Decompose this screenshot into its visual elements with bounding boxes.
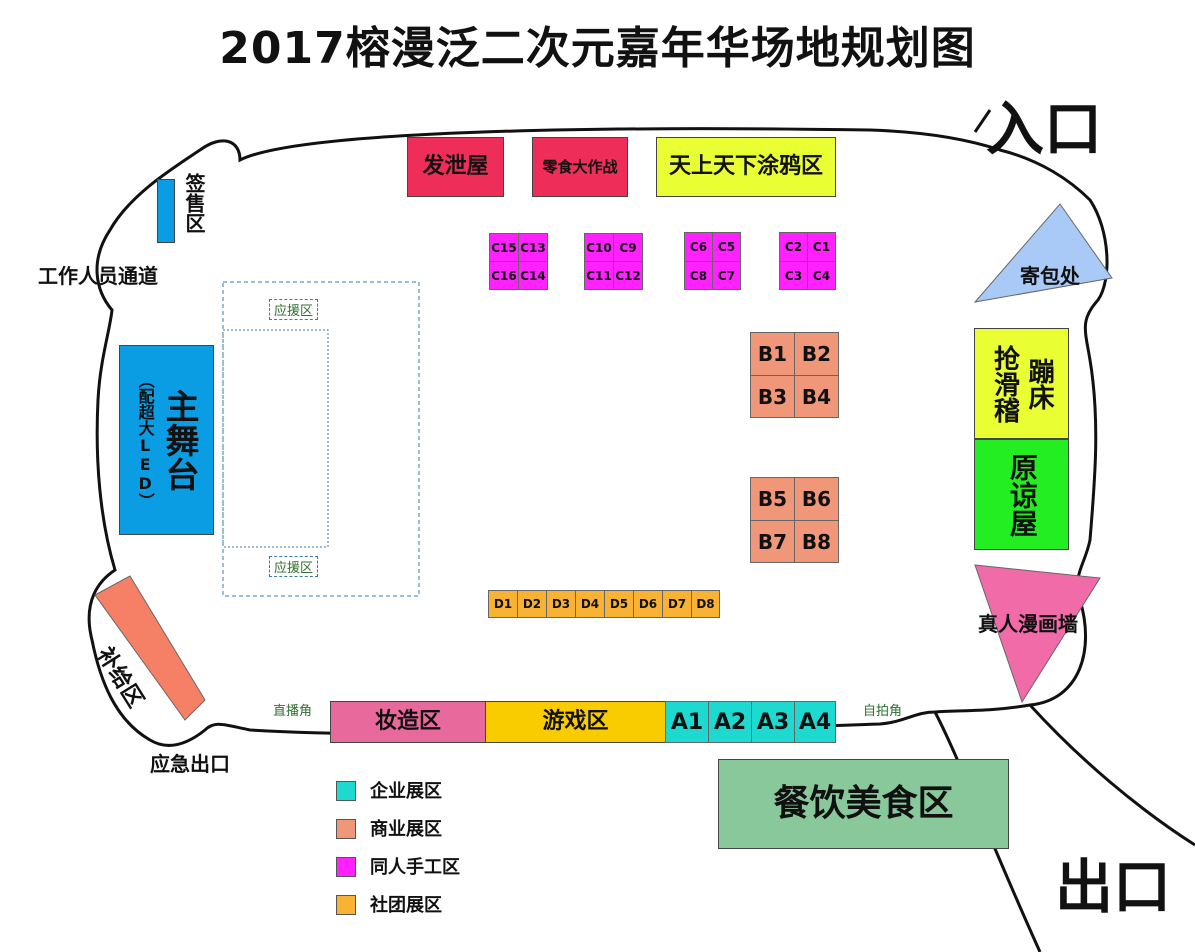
manga-wall-shape — [974, 564, 1101, 704]
booth-b1: B1 — [750, 332, 795, 376]
booth-c3: C3 — [779, 261, 808, 290]
booth-b5: B5 — [750, 477, 795, 521]
legend: 企业展区 商业展区 同人手工区 社团展区 — [336, 777, 556, 927]
games-zone: 游戏区 — [485, 701, 666, 743]
snack-battle: 零食大作战 — [532, 137, 628, 197]
booth-b6: B6 — [794, 477, 839, 521]
food-zone: 餐饮美食区 — [718, 759, 1009, 849]
booth-d4: D4 — [575, 590, 605, 618]
booth-c10: C10 — [584, 233, 614, 262]
makeup-zone: 妆造区 — [330, 701, 486, 743]
original-room: 原谅屋 — [974, 439, 1069, 550]
booth-d1: D1 — [488, 590, 518, 618]
main-stage: （配超大LED） 主舞台 — [119, 345, 214, 535]
booth-c2: C2 — [779, 232, 808, 262]
booth-c15: C15 — [489, 233, 519, 262]
booth-b2: B2 — [794, 332, 839, 376]
booth-d2: D2 — [517, 590, 547, 618]
booth-b7: B7 — [750, 520, 795, 563]
booth-a4: A4 — [794, 701, 836, 743]
exit-label: 出口 — [1055, 853, 1172, 921]
staff-passage-label: 工作人员通道 — [38, 264, 158, 288]
legend-swatch-club — [336, 895, 356, 915]
baggage-shape — [973, 203, 1113, 303]
booth-c1: C1 — [807, 232, 836, 262]
legend-swatch-enterprise — [336, 781, 356, 801]
funny-label: 抢滑稽 — [989, 344, 1020, 423]
vent-room: 发泄屋 — [407, 137, 504, 197]
page-title: 2017榕漫泛二次元嘉年华场地规划图 — [219, 23, 976, 74]
legend-swatch-doujin — [336, 857, 356, 877]
cheer-zone-bottom: 应援区 — [269, 556, 319, 577]
manga-wall-label: 真人漫画墙 — [978, 612, 1078, 636]
selfie-corner: 自拍角 — [863, 704, 903, 719]
booth-c9: C9 — [613, 233, 643, 262]
supply-shape — [94, 575, 206, 721]
booth-d5: D5 — [604, 590, 634, 618]
booth-c6: C6 — [684, 232, 713, 262]
booth-b4: B4 — [794, 375, 839, 418]
legend-label-enterprise: 企业展区 — [370, 781, 442, 802]
booth-c14: C14 — [518, 261, 548, 290]
booth-c16: C16 — [489, 261, 519, 290]
booth-d8: D8 — [691, 590, 720, 618]
cheer-zone-top: 应援区 — [269, 299, 319, 320]
booth-c11: C11 — [584, 261, 614, 290]
trampoline-label: 蹦床 — [1024, 357, 1055, 410]
booth-c5: C5 — [712, 232, 741, 262]
emergency-exit-label: 应急出口 — [150, 752, 230, 776]
booth-a1: A1 — [665, 701, 709, 743]
booth-c8: C8 — [684, 261, 713, 290]
booth-d7: D7 — [662, 590, 692, 618]
ticket-zone-block — [157, 179, 175, 243]
graffiti-zone: 天上天下涂鸦区 — [656, 137, 836, 197]
legend-swatch-commerce — [336, 819, 356, 839]
legend-label-doujin: 同人手工区 — [370, 857, 460, 878]
legend-label-commerce: 商业展区 — [370, 819, 442, 840]
entrance-label: 入口 — [986, 95, 1103, 163]
original-label: 原谅屋 — [1005, 452, 1039, 537]
booth-a2: A2 — [708, 701, 752, 743]
live-corner: 直播角 — [273, 704, 313, 719]
booth-a3: A3 — [751, 701, 795, 743]
booth-c7: C7 — [712, 261, 741, 290]
booth-c12: C12 — [613, 261, 643, 290]
funny-trampoline-zone: 抢滑稽 蹦床 — [974, 328, 1069, 439]
main-stage-label: 主舞台 — [158, 389, 199, 491]
main-stage-note: （配超大LED） — [135, 371, 155, 509]
baggage-label: 寄包处 — [1020, 264, 1080, 288]
booth-d3: D3 — [546, 590, 576, 618]
booth-b3: B3 — [750, 375, 795, 418]
booth-b8: B8 — [794, 520, 839, 563]
booth-c4: C4 — [807, 261, 836, 290]
legend-label-club: 社团展区 — [370, 895, 442, 916]
booth-c13: C13 — [518, 233, 548, 262]
booth-d6: D6 — [633, 590, 663, 618]
ticket-zone-label: 签售区 — [182, 173, 206, 233]
